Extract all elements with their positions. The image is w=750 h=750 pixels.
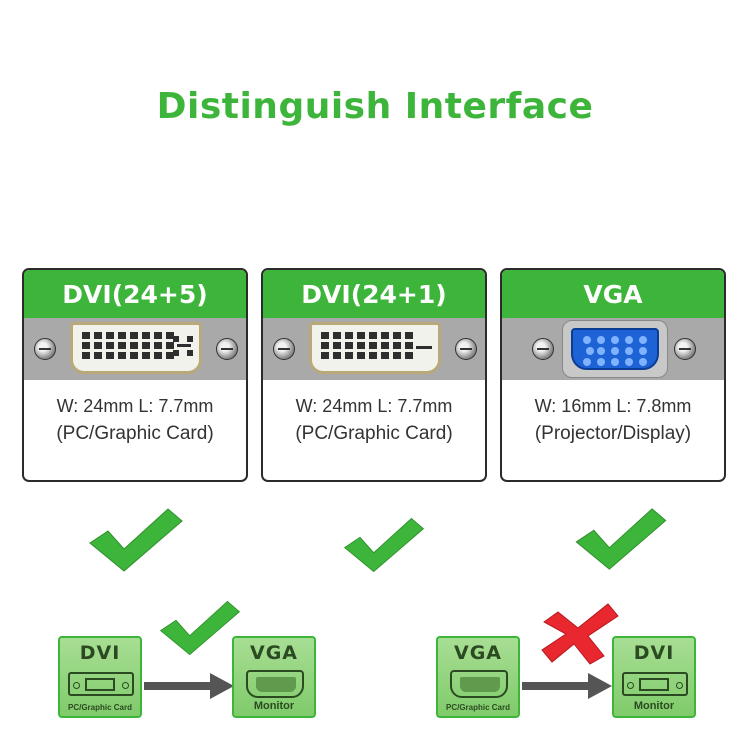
arrow-head [588, 673, 612, 699]
screw-icon [455, 338, 477, 360]
connector-band [502, 318, 724, 380]
dvi-port-icon [70, 322, 202, 374]
vga-port-icon [246, 670, 304, 698]
arrow-right-icon [144, 682, 214, 690]
card-header: DVI(24+5) [24, 270, 246, 318]
card-specs: W: 16mm L: 7.8mm (Projector/Display) [502, 380, 724, 447]
vga-face [571, 328, 659, 370]
connector-band [263, 318, 485, 380]
vga-pins [583, 336, 649, 366]
card-dvi-24-1: DVI(24+1) W: 24mm L: 7.7mm (PC/Graphic C… [261, 268, 487, 482]
source-label: DVI [79, 642, 121, 664]
target-sub: Monitor [253, 700, 295, 712]
dvi-port-icon [622, 672, 688, 696]
arrow-head [210, 673, 234, 699]
dvi-source-box: DVI PC/Graphic Card [58, 636, 142, 718]
connector-band [24, 318, 246, 380]
check-mark-icon [159, 600, 241, 656]
source-sub: PC/Graphic Card [67, 703, 132, 712]
check-mark-icon [343, 517, 425, 573]
screw-icon [273, 338, 295, 360]
dvi-port-icon [309, 322, 441, 374]
target-label: VGA [249, 642, 298, 664]
card-dimensions: W: 24mm L: 7.7mm [56, 396, 214, 416]
dvi-target-box: DVI Monitor [612, 636, 696, 718]
analog-pins [173, 336, 195, 358]
card-header: DVI(24+1) [263, 270, 485, 318]
card-specs: W: 24mm L: 7.7mm (PC/Graphic Card) [263, 380, 485, 447]
ground-blade [416, 346, 432, 349]
dvi-pins [82, 332, 176, 359]
target-sub: Monitor [633, 700, 675, 712]
target-label: DVI [633, 642, 675, 664]
screw-icon [532, 338, 554, 360]
check-mark-icon [89, 508, 183, 572]
vga-source-box: VGA PC/Graphic Card [436, 636, 520, 718]
card-vga: VGA W: 16mm L: 7.8mm (Projector/Display) [500, 268, 726, 482]
card-dimensions: W: 16mm L: 7.8mm [534, 396, 692, 416]
card-specs: W: 24mm L: 7.7mm (PC/Graphic Card) [24, 380, 246, 447]
page-title: Distinguish Interface [156, 86, 594, 127]
screw-icon [216, 338, 238, 360]
card-usage: (Projector/Display) [534, 423, 692, 444]
screw-icon [34, 338, 56, 360]
vga-target-box: VGA Monitor [232, 636, 316, 718]
check-mark-icon [575, 508, 667, 570]
card-usage: (PC/Graphic Card) [56, 423, 214, 444]
source-sub: PC/Graphic Card [445, 703, 510, 712]
card-dimensions: W: 24mm L: 7.7mm [295, 396, 453, 416]
card-usage: (PC/Graphic Card) [295, 423, 453, 444]
dvi-pins [321, 332, 415, 359]
card-header: VGA [502, 270, 724, 318]
cross-mark-icon [541, 603, 619, 665]
dvi-port-icon [68, 672, 134, 696]
card-dvi-24-5: DVI(24+5) W: 24mm L: 7.7mm (PC/Graphic C… [22, 268, 248, 482]
arrow-right-icon [522, 682, 592, 690]
vga-port-icon [450, 670, 508, 698]
screw-icon [674, 338, 696, 360]
source-label: VGA [453, 642, 502, 664]
vga-port-icon [562, 320, 668, 378]
